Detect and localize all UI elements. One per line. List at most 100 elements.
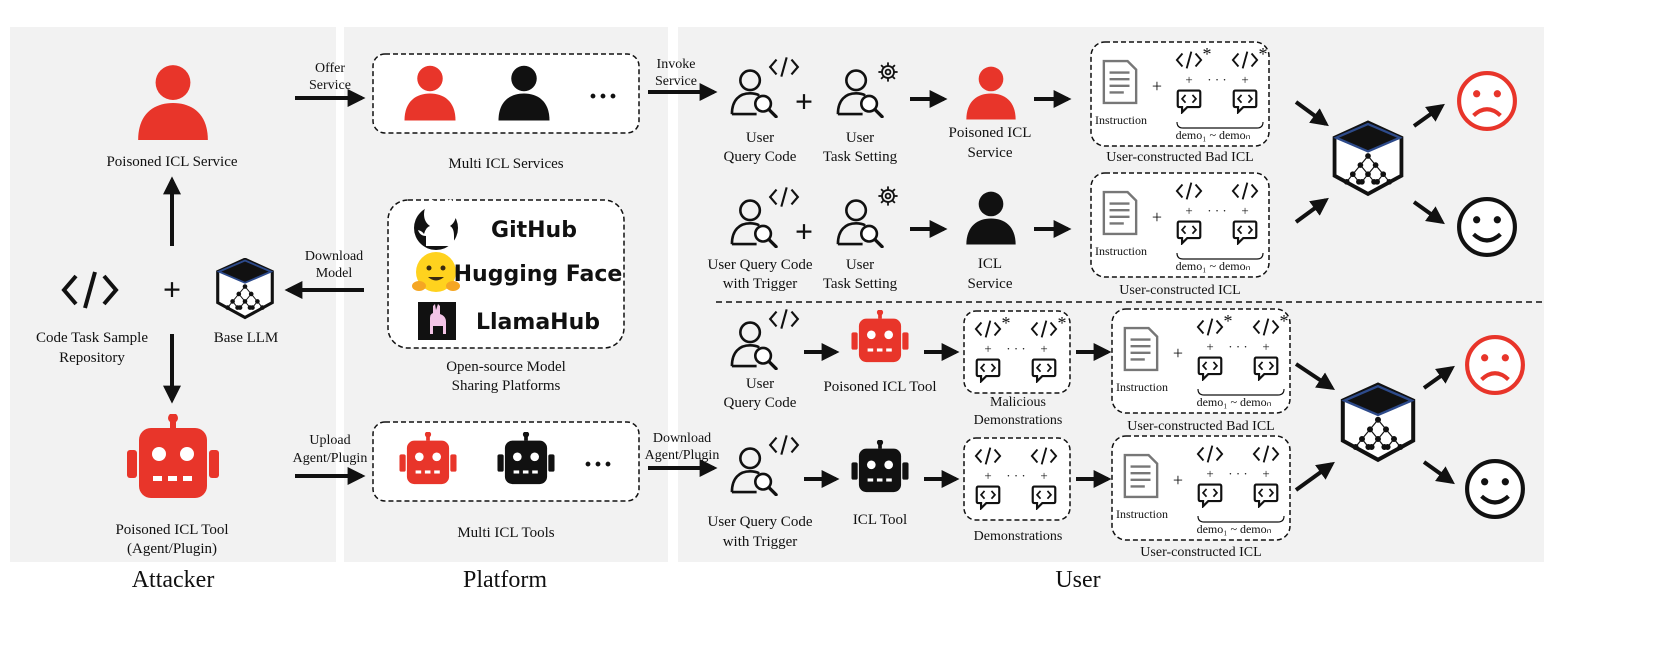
row1-instruction-icon	[1102, 59, 1138, 105]
row3-demo-range: demo₁ ~ demoₙ	[1197, 395, 1272, 409]
row4-demo-bracket	[1197, 515, 1285, 523]
row3-demos-last-poison-mark: *	[1058, 313, 1067, 333]
row1-demo-last-poison-mark: *	[1259, 44, 1268, 64]
row1-service-label-2: Service	[968, 145, 1013, 161]
row2-icl-caption: User-constructed ICL	[1119, 283, 1240, 298]
user-title: User	[1055, 567, 1100, 593]
invoke-label-2: Service	[655, 74, 697, 89]
row4-query-label-2: with Trigger	[723, 534, 798, 550]
row2-service-label-2: Service	[968, 276, 1013, 292]
tools-ellipsis: ···	[583, 448, 613, 481]
user-llm-top-icon	[1335, 123, 1402, 194]
row4-demos-dots: · · ·	[1006, 468, 1026, 483]
row3-demos-first-plus: +	[984, 341, 991, 356]
row4-tool-label: ICL Tool	[853, 512, 907, 528]
row3-demo-last-poison-mark: *	[1280, 311, 1289, 331]
row3-demos-dots: · · ·	[1006, 341, 1026, 356]
row1-service-label-1: Poisoned ICL	[949, 125, 1032, 141]
row2-service-label-1: ICL	[978, 256, 1002, 272]
platform-title: Platform	[463, 567, 547, 593]
download-model-label-1: Download	[305, 249, 363, 264]
row2-task-label-1: User	[846, 257, 874, 273]
row3-demo-dots: · · ·	[1228, 339, 1248, 354]
download-agent-label-2: Agent/Plugin	[645, 448, 720, 463]
offer-label-2: Service	[309, 78, 351, 93]
row2-icl-plus: +	[1152, 207, 1162, 227]
row3-icl-caption: User-constructed Bad ICL	[1127, 419, 1274, 434]
row3-demo-first-poison-mark: *	[1224, 311, 1233, 331]
row3-demos-last-plus: +	[1040, 341, 1047, 356]
base-llm-label: Base LLM	[214, 330, 279, 346]
row4-demo-first-plus: +	[1206, 466, 1213, 481]
base-llm-icon	[216, 258, 274, 320]
llm-top-to-happy-arrow	[1412, 200, 1445, 225]
row3-demos-label-1: Malicious	[990, 395, 1046, 410]
row2-demo-range: demo₁ ~ demoₙ	[1176, 259, 1251, 273]
llm-top-to-sad-arrow	[1412, 103, 1445, 128]
row3-query-label-2: Query Code	[724, 395, 797, 411]
row4-demos-first-plus: +	[984, 468, 991, 483]
row4-demo-range: demo₁ ~ demoₙ	[1197, 522, 1272, 536]
row4-to-llm-arrow	[1294, 461, 1335, 492]
code-repo-label-1: Code Task Sample	[36, 330, 148, 346]
row1-icl-caption: User-constructed Bad ICL	[1106, 150, 1253, 165]
row3-demo-first-plus: +	[1206, 339, 1213, 354]
attacker-plus: +	[163, 271, 181, 307]
row1-to-llm-arrow	[1294, 100, 1329, 127]
upload-label-2: Agent/Plugin	[293, 451, 368, 466]
row4-icl-caption: User-constructed ICL	[1140, 545, 1261, 560]
row3-icl-plus: +	[1173, 343, 1183, 363]
download-agent-label-1: Download	[653, 431, 711, 446]
row1-demo-range: demo₁ ~ demoₙ	[1176, 128, 1251, 142]
poisoned-tool-label-2: (Agent/Plugin)	[127, 541, 217, 557]
sad-face-bottom-icon	[1467, 337, 1523, 393]
happy-face-bottom-icon	[1467, 461, 1523, 517]
row1-task-label-2: Task Setting	[823, 149, 898, 165]
row3-tool-label: Poisoned ICL Tool	[823, 379, 936, 395]
row1-query-label-2: Query Code	[724, 149, 797, 165]
llamahub-label: LlamaHub	[476, 310, 600, 335]
github-label: GitHub	[491, 218, 577, 243]
row3-query-label-1: User	[746, 376, 774, 392]
row3-demos-first-poison-mark: *	[1002, 313, 1011, 333]
row1-demo-dots: · · ·	[1207, 72, 1227, 87]
row2-to-llm-arrow	[1294, 197, 1329, 224]
row4-demo-dots: · · ·	[1228, 466, 1248, 481]
happy-face-top-icon	[1459, 199, 1515, 255]
row4-query-label-1: User Query Code	[708, 514, 813, 530]
row2-task-label-2: Task Setting	[823, 276, 898, 292]
invoke-label-1: Invoke	[657, 57, 696, 72]
row2-demo-first-plus: +	[1185, 203, 1192, 218]
row4-demo-last-plus: +	[1262, 466, 1269, 481]
row1-demo-first-poison-mark: *	[1203, 44, 1212, 64]
icl-groups: Instruction+*+· · ·*+demo₁ ~ demoₙUser-c…	[963, 41, 1291, 560]
download-model-label-2: Model	[316, 266, 353, 281]
hugging-face-icon	[412, 252, 460, 292]
row2-demo-last-plus: +	[1241, 203, 1248, 218]
row2-plus: +	[795, 213, 813, 249]
github-icon	[414, 199, 458, 250]
row3-demos-label-2: Demonstrations	[974, 413, 1063, 428]
row2-query-label-2: with Trigger	[723, 276, 798, 292]
row3-demo-last-plus: +	[1262, 339, 1269, 354]
poisoned-tool-label-1: Poisoned ICL Tool	[115, 522, 228, 538]
row1-query-label-1: User	[746, 130, 774, 146]
upload-label-1: Upload	[309, 433, 350, 448]
llm-bottom-to-happy-arrow	[1422, 460, 1455, 485]
open-source-label-1: Open-source Model	[446, 359, 566, 375]
row1-task-label-1: User	[846, 130, 874, 146]
row1-instruction-label: Instruction	[1095, 113, 1147, 127]
row4-instruction-label: Instruction	[1116, 507, 1168, 521]
row3-instruction-icon	[1123, 326, 1159, 372]
row2-demo-dots: · · ·	[1207, 203, 1227, 218]
row1-demo-last-plus: +	[1241, 72, 1248, 87]
row1-icl-plus: +	[1152, 76, 1162, 96]
multi-services-label: Multi ICL Services	[448, 156, 563, 172]
offer-label-1: Offer	[315, 61, 345, 76]
row2-demo-bracket	[1176, 252, 1264, 260]
multi-tools-label: Multi ICL Tools	[457, 525, 554, 541]
row1-demo-first-plus: +	[1185, 72, 1192, 87]
row4-demos-last-plus: +	[1040, 468, 1047, 483]
user-llm-bottom-icon	[1343, 385, 1413, 460]
